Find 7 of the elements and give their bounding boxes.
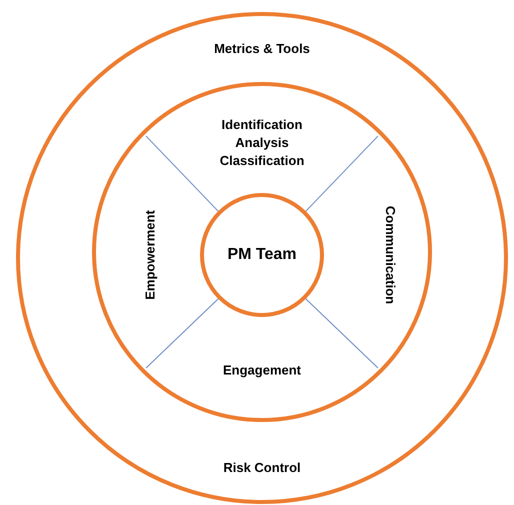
center-label: PM Team [227, 245, 297, 265]
sector-label: Engagement [223, 361, 301, 380]
ring-label: Risk Control [223, 459, 301, 477]
sector-label: Communication [382, 206, 399, 304]
ring-label: Metrics & Tools [214, 40, 310, 58]
sector-label: Empowerment [141, 210, 158, 300]
sector-label: Identification Analysis Classification [218, 116, 306, 170]
